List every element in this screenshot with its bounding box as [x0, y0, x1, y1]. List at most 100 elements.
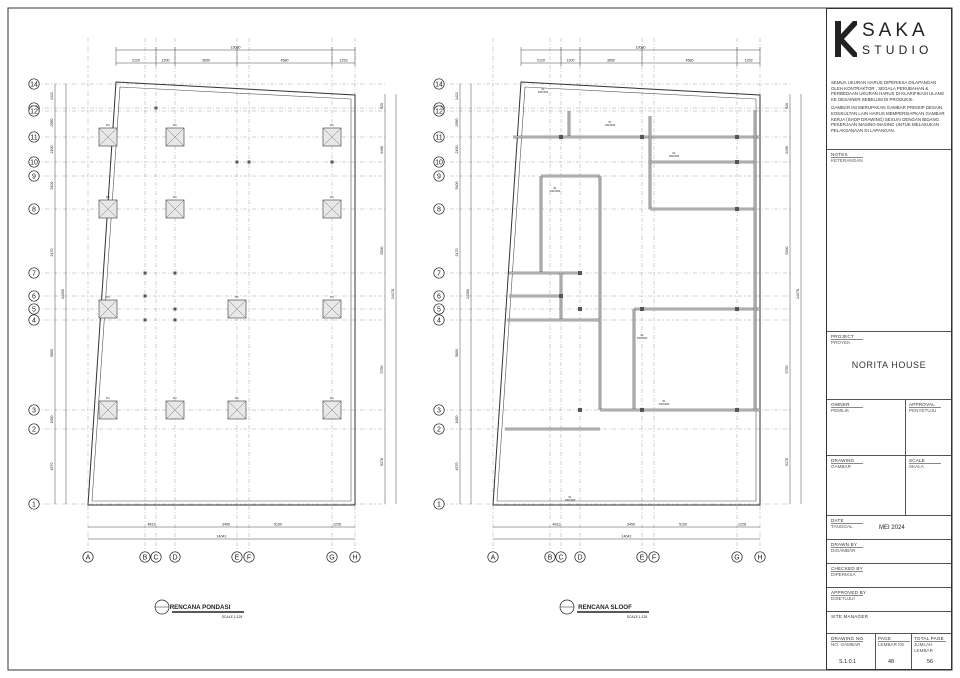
- grid-col-label-A: A: [86, 555, 91, 562]
- company-logo: SAKA STUDIO: [835, 19, 945, 65]
- pile-cap-diag: [98, 199, 118, 219]
- grid-col-label-B: B: [143, 555, 148, 562]
- sloof-size-label: 150X300: [605, 123, 616, 127]
- sloof-size-label: 150X300: [659, 402, 670, 406]
- dim-left-6: 1650: [455, 416, 459, 424]
- column-dot: [330, 160, 334, 164]
- grid-col-label-H: H: [352, 555, 357, 562]
- pile-cap-diag: [98, 127, 118, 147]
- dim-right-1: 3490: [380, 146, 384, 154]
- dim-left-7: 4570: [455, 463, 459, 471]
- grid-row-label-12: 12: [30, 109, 38, 116]
- grid-bubble-row: [433, 156, 445, 168]
- owner-approval-row: OWNER PEMILIK APPROVAL PENYETUJU: [827, 399, 951, 455]
- column-dot: [247, 160, 251, 164]
- dim-bottom-3: 1228: [333, 523, 341, 527]
- project-section: PROJECT PROYEK NORITA HOUSE: [827, 331, 951, 399]
- dim-top-2: 3650: [202, 59, 210, 63]
- dim-top-1: 1200: [567, 59, 575, 63]
- grid-bubble-row: [28, 131, 40, 143]
- scale-label: SCALE: [909, 458, 926, 463]
- drawing-no-label-id: NO. GAMBAR: [831, 641, 863, 647]
- dim-right-total: 24478: [796, 289, 800, 299]
- foundation-plan: 1413121110987654321ABCDEFGH1303021201200…: [28, 38, 397, 619]
- sloof-size-label: 150X300: [565, 498, 576, 502]
- sloof-size-label: 150X300: [550, 189, 561, 193]
- grid-row-label-4: 4: [437, 318, 441, 325]
- dim-left-3: 5400: [455, 182, 459, 190]
- grid-row-label-1: 1: [437, 502, 441, 509]
- column-square: [735, 307, 739, 311]
- grid-bubble-row: [433, 314, 445, 326]
- grid-row-label-6: 6: [32, 294, 36, 301]
- pile-label: P1: [106, 195, 110, 199]
- grid-bubble-row: [28, 498, 40, 510]
- dim-top-total: 13030: [636, 46, 646, 50]
- sheet-number-row: DRAWING NO. NO. GAMBAR PAGE LEMBAR KE TO…: [827, 633, 951, 669]
- drawing-label: DRAWING: [831, 458, 855, 463]
- grid-bubble-col: [648, 551, 660, 563]
- building-outline-inner: [496, 86, 757, 502]
- grid-bubble-col: [349, 551, 361, 563]
- grid-row-label-8: 8: [32, 207, 36, 214]
- dim-left-4: 2470: [455, 249, 459, 257]
- pile-cap-diag: [98, 299, 118, 319]
- date-label: DATE: [831, 518, 844, 523]
- grid-bubble-row: [433, 303, 445, 315]
- grid-row-label-9: 9: [437, 174, 441, 181]
- owner-label: OWNER: [831, 402, 850, 407]
- grid-bubble-col: [544, 551, 556, 563]
- dim-top-4: 1253: [745, 59, 753, 63]
- column-dot: [173, 307, 177, 311]
- approved-by-row: APPROVED BY DISETUJUI: [827, 587, 951, 611]
- dim-right-4: 5178: [380, 458, 384, 466]
- dim-top-1: 1200: [162, 59, 170, 63]
- dim-right-4: 5178: [785, 458, 789, 466]
- column-dot: [173, 318, 177, 322]
- site-manager-row: SITE MANAGER: [827, 611, 951, 633]
- approval-label: APPROVAL: [909, 402, 936, 407]
- grid-col-label-G: G: [329, 555, 334, 562]
- grid-bubble-col: [636, 551, 648, 563]
- grid-col-label-C: C: [153, 555, 158, 562]
- pile-label: P1: [106, 123, 110, 127]
- sloof-label: S1: [568, 495, 572, 499]
- site-manager-label: SITE MANAGER: [831, 614, 869, 619]
- dim-left-3: 5400: [50, 182, 54, 190]
- pile-cap-diag: [165, 199, 185, 219]
- grid-bubble-row: [28, 156, 40, 168]
- sloof-label: S1: [608, 120, 612, 124]
- grid-bubble-row: [28, 170, 40, 182]
- grid-bubble-row: [28, 423, 40, 435]
- dim-right-1: 3490: [785, 146, 789, 154]
- grid-bubble-row: [433, 267, 445, 279]
- pile-cap-diag: [322, 127, 342, 147]
- grid-bubble-col: [326, 551, 338, 563]
- building-outline: [492, 81, 761, 506]
- date-row: DATE TANGGAL MEI 2024: [827, 515, 951, 539]
- column-dot: [235, 160, 239, 164]
- grid-row-label-4: 4: [32, 318, 36, 325]
- page-label-id: LEMBAR KE: [878, 641, 910, 647]
- sloof-size-label: 150X300: [637, 336, 648, 340]
- checked-by-label-id: DIPERIKSA: [831, 571, 863, 577]
- company-name-line1: SAKA: [862, 20, 929, 41]
- grid-row-label-14: 14: [30, 82, 38, 89]
- dim-right-2: 5300: [380, 247, 384, 255]
- dim-right-2: 5300: [785, 247, 789, 255]
- dim-bottom-2: 5150: [679, 523, 687, 527]
- dim-bottom-2: 5150: [274, 523, 282, 527]
- grid-col-label-B: B: [548, 555, 553, 562]
- grid-bubble-col: [231, 551, 243, 563]
- dim-left-1: 2950: [455, 119, 459, 127]
- pile-label: P1: [235, 396, 239, 400]
- pile-label: P1: [173, 195, 177, 199]
- dim-top-4: 1253: [340, 59, 348, 63]
- company-name-line2: STUDIO: [862, 43, 933, 57]
- notes-label: NOTES: [831, 152, 848, 157]
- grid-row-label-12: 12: [435, 109, 443, 116]
- grid-bubble-row: [28, 303, 40, 315]
- notes-section: NOTES KETERANGAN: [827, 149, 951, 331]
- pile-label: P1: [330, 195, 334, 199]
- sloof-label: S1: [662, 399, 666, 403]
